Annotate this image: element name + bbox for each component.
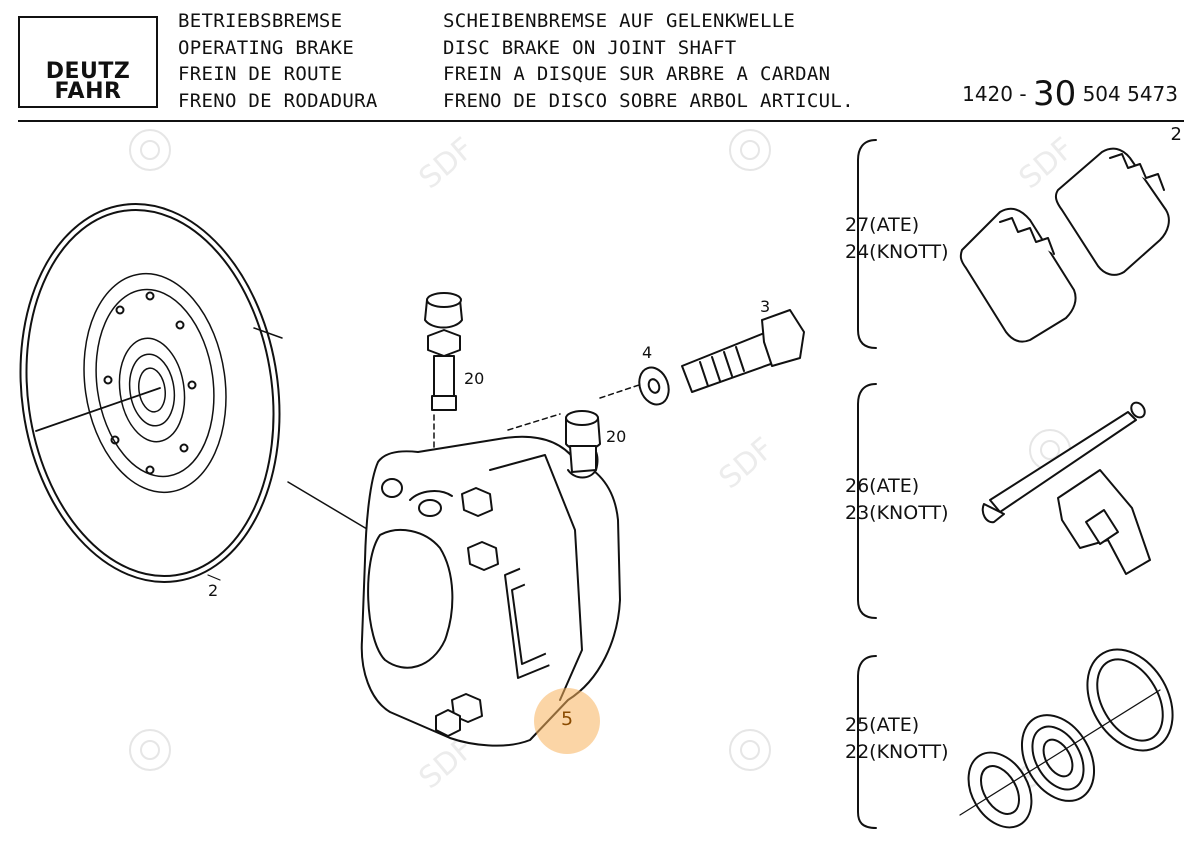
deutz-fahr-logo: DEUTZ FAHR <box>18 16 158 108</box>
watermark-text-3: SDF <box>713 431 781 496</box>
group-title-block: BETRIEBSBREMSE OPERATING BRAKE FREIN DE … <box>178 8 378 114</box>
brake-pad-front <box>959 207 1077 343</box>
watermark-logo-2 <box>729 129 771 171</box>
callout-pin-right: 20 <box>606 427 626 446</box>
callout-bolt: 3 <box>760 297 770 316</box>
guide-pin-top <box>424 292 463 411</box>
kit-label-seals-ate: 25(ATE) <box>845 714 920 736</box>
part-title-es: FRENO DE DISCO SOBRE ARBOL ARTICUL. <box>443 89 854 112</box>
kit-label-seals: 25(ATE) 22(KNOTT) <box>845 712 949 766</box>
kit-label-guide-pins-knott: 23(KNOTT) <box>845 502 949 524</box>
kit-label-guide-pins-ate: 26(ATE) <box>845 475 920 497</box>
group-title-en: OPERATING BRAKE <box>178 36 355 59</box>
group-title-es: FRENO DE RODADURA <box>178 89 378 112</box>
kit-bracket-seals <box>857 655 877 829</box>
logo-line-1: DEUTZ <box>45 59 131 84</box>
guide-pin-kit <box>981 401 1151 575</box>
watermark-logo-1 <box>129 129 171 171</box>
part-hotspot-5[interactable]: 5 <box>534 688 600 754</box>
callout-washer: 4 <box>642 343 652 362</box>
callout-pin-top: 20 <box>464 369 484 388</box>
part-number-suffix: 504 5473 <box>1082 82 1178 106</box>
part-title-block: SCHEIBENBREMSE AUF GELENKWELLE DISC BRAK… <box>443 8 854 114</box>
group-title-de: BETRIEBSBREMSE <box>178 10 343 32</box>
kit-bracket-guide-pins <box>857 383 877 619</box>
watermark-text-1: SDF <box>413 131 481 196</box>
kit-label-brake-pads: 27(ATE) 24(KNOTT) <box>845 212 949 266</box>
brake-caliper <box>360 435 621 747</box>
kit-label-brake-pads-ate: 27(ATE) <box>845 214 920 236</box>
callout-disc: 2 <box>208 581 218 600</box>
watermark-logo-3 <box>129 729 171 771</box>
bolt <box>681 309 805 393</box>
leader-line-disc-lower <box>287 481 373 533</box>
guide-pin-right <box>565 410 601 473</box>
page-number: 2 <box>1170 124 1182 145</box>
logo-line-2: FAHR <box>54 79 122 104</box>
seal-kit <box>959 648 1174 829</box>
part-title-de: SCHEIBENBREMSE AUF GELENKWELLE <box>443 10 796 32</box>
brake-disc <box>19 203 281 583</box>
kit-bracket-brake-pads <box>857 139 877 349</box>
axis-line-pin-right <box>507 413 561 431</box>
washer <box>638 366 670 406</box>
part-number: 1420 - 30 504 5473 <box>962 74 1178 114</box>
kit-label-brake-pads-knott: 24(KNOTT) <box>845 241 949 263</box>
hotspot-label: 5 <box>560 708 574 730</box>
axis-line-bolt <box>599 381 649 399</box>
brake-pad-rear <box>1054 147 1170 276</box>
watermark-logo-4 <box>729 729 771 771</box>
group-title-fr: FREIN DE ROUTE <box>178 63 343 85</box>
kit-label-seals-knott: 22(KNOTT) <box>845 741 949 763</box>
kit-label-guide-pins: 26(ATE) 23(KNOTT) <box>845 473 949 527</box>
header-rule <box>18 120 1184 122</box>
part-number-prefix: 1420 - <box>962 82 1027 106</box>
part-number-group: 30 <box>1032 74 1077 114</box>
part-title-en: DISC BRAKE ON JOINT SHAFT <box>443 36 737 59</box>
header: DEUTZ FAHR BETRIEBSBREMSE OPERATING BRAK… <box>0 0 1200 145</box>
leader-line-disc-label <box>207 574 221 581</box>
leader-line-disc-upper <box>253 327 283 339</box>
part-title-fr: FREIN A DISQUE SUR ARBRE A CARDAN <box>443 63 831 85</box>
